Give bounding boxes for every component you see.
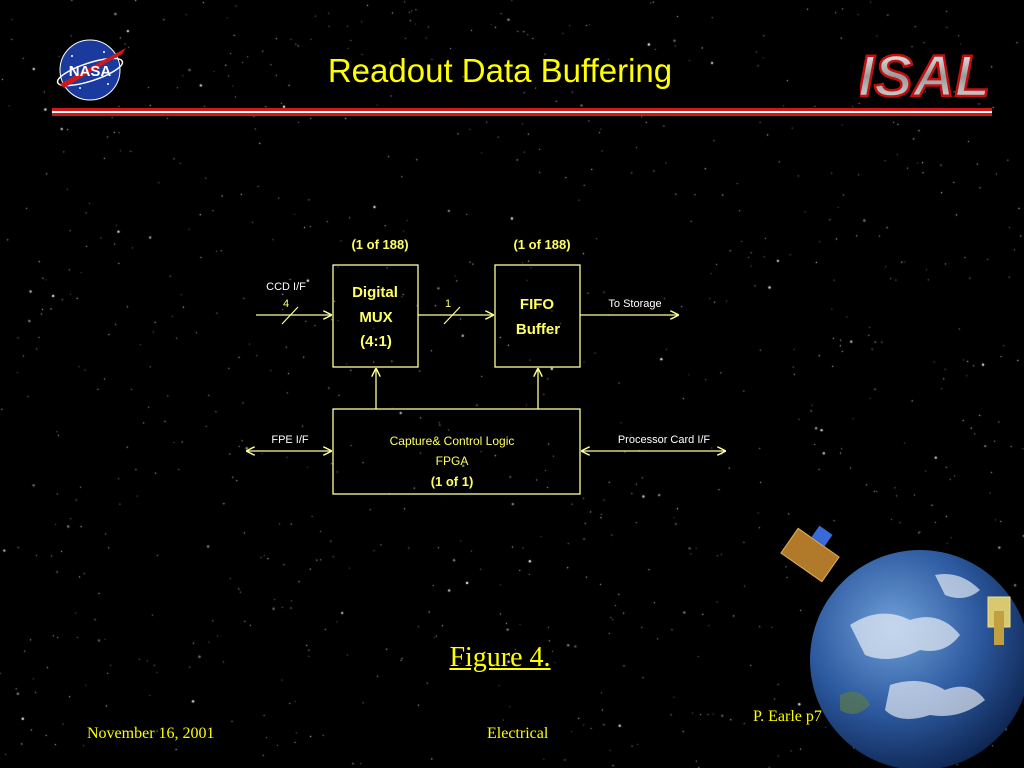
- mux-block: [332, 264, 419, 368]
- fifo-block: [494, 264, 581, 368]
- title-rule-red-top: [52, 108, 992, 111]
- mux-line-1: Digital: [352, 284, 398, 301]
- control-line-3: (1 of 1): [431, 474, 474, 489]
- processor-label: Processor Card I/F: [618, 434, 711, 446]
- figure-caption: Figure 4.: [449, 642, 551, 673]
- slide-title: Readout Data Buffering: [327, 52, 673, 89]
- earth-globe: [810, 550, 1024, 768]
- title-rule-red-bottom: [52, 113, 992, 116]
- isal-logo: ISAL: [860, 43, 990, 106]
- mux-count-label: (1 of 188): [351, 237, 408, 252]
- ccd-label: CCD I/F: [266, 281, 306, 293]
- svg-text:NASA: NASA: [69, 63, 112, 80]
- control-logic-block: [332, 408, 581, 495]
- satellite-right-icon: [987, 596, 1011, 645]
- fifo-count-label: (1 of 188): [513, 237, 570, 252]
- mux-fifo-bus-slash: [443, 306, 461, 325]
- footer-author-page: P. Earle p7: [753, 708, 822, 725]
- earth-with-satellites-image: [780, 525, 1024, 768]
- title-rule-white: [52, 111, 992, 113]
- satellite-left-icon: [780, 525, 840, 583]
- fifo-line-1: FIFO: [520, 296, 554, 313]
- fpe-label: FPE I/F: [271, 434, 309, 446]
- to-storage-label: To Storage: [608, 298, 661, 310]
- control-line-2: FPGA: [436, 454, 469, 468]
- ccd-bus-width: 4: [283, 298, 289, 310]
- footer-department: Electrical: [487, 725, 549, 742]
- mux-line-3: (4:1): [360, 333, 392, 350]
- mux-fifo-bus-width: 1: [445, 298, 451, 310]
- fifo-line-2: Buffer: [516, 321, 560, 338]
- control-line-1: Capture& Control Logic: [390, 434, 515, 448]
- footer-date: November 16, 2001: [87, 725, 215, 742]
- svg-text:ISAL: ISAL: [860, 44, 990, 106]
- ccd-bus-slash: [281, 306, 299, 325]
- mux-line-2: MUX: [359, 309, 392, 326]
- nasa-logo: NASA: [56, 39, 126, 101]
